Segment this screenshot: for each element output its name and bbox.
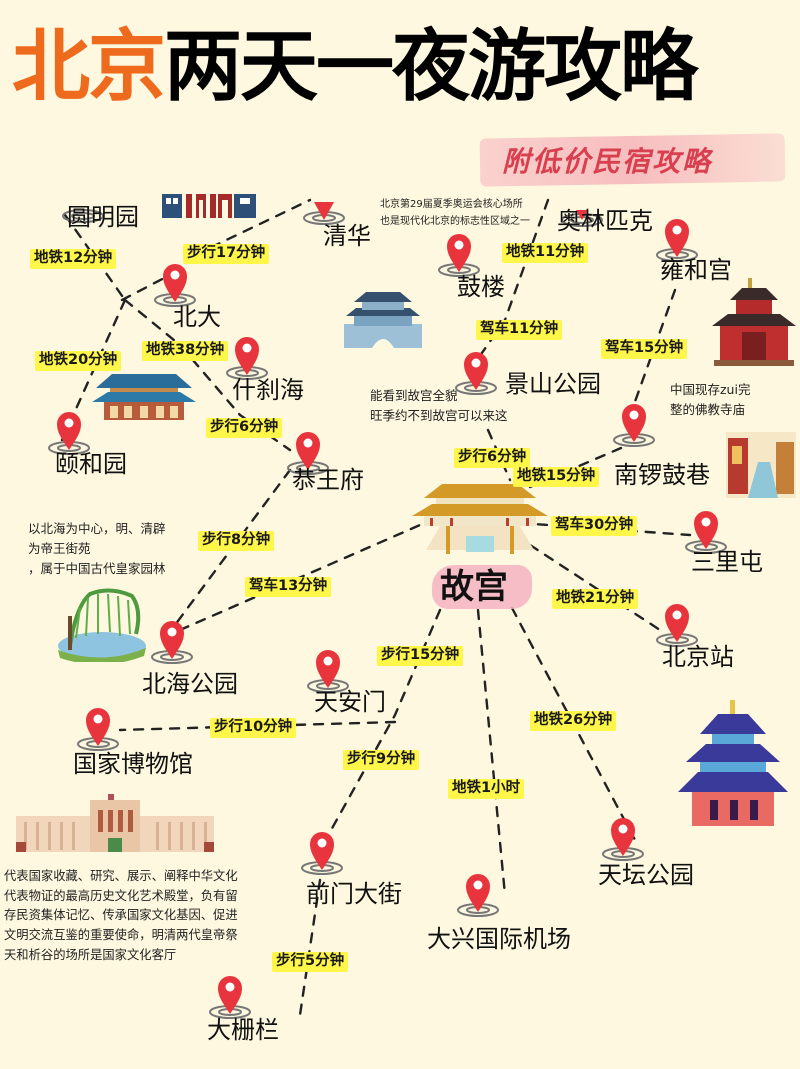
temple-of-heaven-illustration xyxy=(678,700,788,826)
route-tag: 步行5分钟 xyxy=(272,952,349,972)
route-tag: 地铁26分钟 xyxy=(530,711,617,731)
forbidden-city-illustration xyxy=(412,484,548,554)
place-dashilan[interactable]: 大栅栏 xyxy=(207,1016,279,1044)
route-tag: 地铁15分钟 xyxy=(513,467,600,487)
place-tiantan[interactable]: 天坛公园 xyxy=(598,861,694,889)
place-yuanmingyuan[interactable]: 圆明园 xyxy=(67,203,139,231)
map-pin-icon[interactable] xyxy=(655,215,699,263)
map-pin-icon[interactable] xyxy=(456,870,500,918)
map-pin-icon[interactable] xyxy=(612,400,656,448)
map-pin-icon[interactable] xyxy=(225,333,269,381)
route-tag: 步行17分钟 xyxy=(183,244,270,264)
note-beihai: 以北海为中心，明、清辟 为帝王街苑 ，属于中国古代皇家园林 xyxy=(28,521,166,576)
summer-palace-illustration xyxy=(92,374,196,420)
map-pin-icon[interactable] xyxy=(61,176,105,224)
subtitle-banner: 附低价民宿攻略 xyxy=(479,132,786,187)
route-tag: 地铁1小时 xyxy=(448,779,525,799)
place-yonghegong[interactable]: 雍和宫 xyxy=(660,256,732,284)
route-tag: 地铁21分钟 xyxy=(552,589,639,609)
route-tag: 步行10分钟 xyxy=(210,718,297,738)
map-pin-icon[interactable] xyxy=(601,814,645,862)
beihai-willow-lake-illustration xyxy=(58,588,146,662)
route-tag: 步行15分钟 xyxy=(377,646,464,666)
route-tag: 步行9分钟 xyxy=(343,750,420,770)
map-pin-icon[interactable] xyxy=(150,617,194,665)
map-pin-icon[interactable] xyxy=(454,348,498,396)
route-tag: 地铁20分钟 xyxy=(35,351,122,371)
gugong-highlight-brush xyxy=(432,565,532,609)
place-nanluoguxiang[interactable]: 南锣鼓巷 xyxy=(614,461,710,489)
place-sanlitun[interactable]: 三里屯 xyxy=(691,548,763,576)
hutong-alley-illustration xyxy=(726,432,796,498)
map-pin-icon[interactable] xyxy=(655,600,699,648)
note-bowuguan: 代表国家收藏、研究、展示、阐释中华文化 代表物证的最高历史文化艺术殿堂，负有留 … xyxy=(4,869,238,962)
route-tag: 步行8分钟 xyxy=(198,531,275,551)
map-pin-icon[interactable] xyxy=(300,828,344,876)
map-pin-icon[interactable] xyxy=(684,507,728,555)
lama-temple-illustration xyxy=(712,278,796,366)
place-gulou[interactable]: 鼓楼 xyxy=(457,273,505,301)
route-tag: 地铁38分钟 xyxy=(142,341,229,361)
map-pin-icon[interactable] xyxy=(286,428,330,476)
route-tag: 驾车11分钟 xyxy=(476,320,563,340)
map-pin-icon[interactable] xyxy=(208,972,252,1020)
title-accent: 北京 xyxy=(12,22,166,112)
place-gongwangfu[interactable]: 恭王府 xyxy=(292,466,364,494)
route-tag: 地铁11分钟 xyxy=(502,243,589,263)
route-tag: 驾车13分钟 xyxy=(245,577,332,597)
place-daxing[interactable]: 大兴国际机场 xyxy=(427,925,571,953)
drum-tower-illustration xyxy=(344,292,422,348)
note-jingshan: 能看到故宫全貌 旺季约不到故宫可以来这 xyxy=(370,388,508,423)
map-pin-icon[interactable] xyxy=(76,704,120,752)
route-tag: 步行6分钟 xyxy=(206,418,283,438)
place-beihai[interactable]: 北海公园 xyxy=(142,670,238,698)
map-pin-icon[interactable] xyxy=(47,408,91,456)
map-pin-icon[interactable] xyxy=(153,260,197,308)
place-qianmen[interactable]: 前门大街 xyxy=(306,880,402,908)
yuanmingyuan-ruins-illustration xyxy=(162,194,256,218)
route-tag: 驾车30分钟 xyxy=(551,516,638,536)
map-pin-icon[interactable] xyxy=(302,178,346,226)
route-tag: 驾车15分钟 xyxy=(601,339,688,359)
place-yiheyuan[interactable]: 颐和园 xyxy=(55,450,127,478)
place-qinghua[interactable]: 清华 xyxy=(323,222,371,250)
place-aolinpike[interactable]: 奥林匹克 xyxy=(557,207,653,235)
subtitle: 附低价民宿攻略 xyxy=(502,145,713,178)
note-aolinpike: 北京第29届夏季奥运会核心场所 也是现代化北京的标志性区域之一 xyxy=(380,199,530,227)
page-title: 北京两天一夜游攻略 xyxy=(12,28,698,106)
note-yonghegong: 中国现存zui完 整的佛教寺庙 xyxy=(670,382,751,417)
place-guojia-bowuguan[interactable]: 国家博物馆 xyxy=(73,750,193,778)
map-pin-icon[interactable] xyxy=(560,180,604,228)
map-pin-icon[interactable] xyxy=(306,646,350,694)
title-rest: 两天一夜游攻略 xyxy=(164,22,698,112)
map-pin-icon[interactable] xyxy=(437,230,481,278)
route-tag: 地铁12分钟 xyxy=(30,249,117,269)
national-museum-illustration xyxy=(16,794,214,852)
place-gugong[interactable]: 故宫 xyxy=(440,567,508,607)
place-tiananmen[interactable]: 天安门 xyxy=(314,688,386,716)
place-shichahai[interactable]: 什刹海 xyxy=(232,376,304,404)
place-beida[interactable]: 北大 xyxy=(173,303,221,331)
place-jingshan[interactable]: 景山公园 xyxy=(505,370,601,398)
route-tag: 步行6分钟 xyxy=(454,448,531,468)
place-beijingzhan[interactable]: 北京站 xyxy=(662,643,734,671)
